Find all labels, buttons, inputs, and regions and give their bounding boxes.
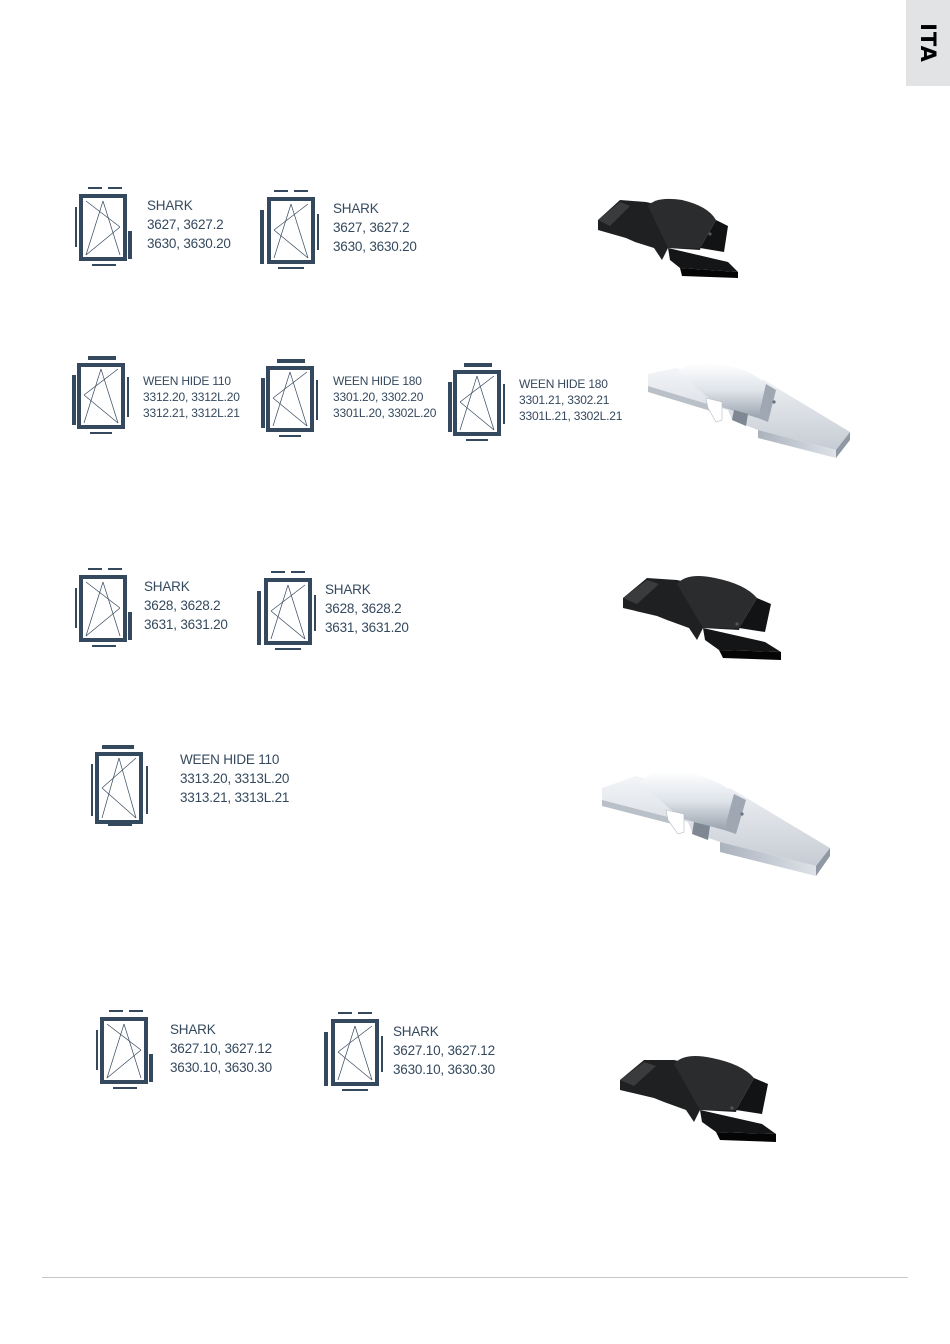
article-codes: 3630, 3630.20: [147, 236, 231, 251]
article-codes: 3312.20, 3312L.20: [143, 390, 240, 404]
article-codes: 3630.10, 3630.30: [170, 1060, 272, 1075]
window-tilt-turn-icon: [91, 745, 148, 826]
article-codes: 3301.21, 3302.21: [519, 393, 610, 407]
article-codes: 3301L.20, 3302L.20: [333, 406, 437, 420]
system-name: SHARK: [325, 582, 371, 597]
system-name: SHARK: [144, 579, 190, 594]
product-label: SHARK 3627.10, 3627.12 3630.10, 3630.30: [170, 1020, 272, 1077]
article-codes: 3630.10, 3630.30: [393, 1062, 495, 1077]
dark-bracket-part-image: [623, 576, 781, 660]
system-name: WEEN HIDE 110: [143, 374, 231, 388]
window-tilt-turn-icon: [448, 363, 505, 441]
dark-bracket-part-image: [598, 198, 738, 278]
product-label: SHARK 3627.10, 3627.12 3630.10, 3630.30: [393, 1022, 495, 1079]
footer-divider: [42, 1277, 908, 1278]
window-tilt-turn-icon: [261, 359, 318, 437]
aluminium-bracket-part-image: [648, 363, 850, 458]
window-tilt-turn-icon: [75, 187, 132, 266]
product-label: WEEN HIDE 110 3313.20, 3313L.20 3313.21,…: [180, 750, 289, 807]
system-name: SHARK: [170, 1022, 216, 1037]
product-label: WEEN HIDE 180 3301.20, 3302.20 3301L.20,…: [333, 373, 436, 421]
system-name: SHARK: [393, 1024, 439, 1039]
window-tilt-turn-icon: [257, 571, 316, 650]
product-label: WEEN HIDE 180 3301.21, 3302.21 3301L.21,…: [519, 376, 622, 424]
article-codes: 3313.20, 3313L.20: [180, 771, 290, 786]
article-codes: 3628, 3628.2: [144, 598, 221, 613]
product-label: SHARK 3628, 3628.2 3631, 3631.20: [325, 580, 409, 637]
language-tab[interactable]: ITA: [906, 0, 950, 86]
article-codes: 3301L.21, 3302L.21: [519, 409, 623, 423]
article-codes: 3627, 3627.2: [333, 220, 410, 235]
window-tilt-turn-icon: [324, 1012, 383, 1091]
window-tilt-turn-icon: [75, 568, 132, 647]
system-name: WEEN HIDE 180: [519, 377, 608, 391]
article-codes: 3312.21, 3312L.21: [143, 406, 240, 420]
article-codes: 3313.21, 3313L.21: [180, 790, 290, 805]
system-name: WEEN HIDE 180: [333, 374, 422, 388]
window-tilt-turn-icon: [260, 190, 319, 269]
dark-bracket-part-image: [620, 1056, 776, 1142]
product-label: WEEN HIDE 110 3312.20, 3312L.20 3312.21,…: [143, 373, 240, 421]
language-tab-label: ITA: [915, 23, 940, 63]
product-label: SHARK 3627, 3627.2 3630, 3630.20: [147, 196, 231, 253]
article-codes: 3627.10, 3627.12: [393, 1043, 495, 1058]
article-codes: 3627.10, 3627.12: [170, 1041, 272, 1056]
product-label: SHARK 3627, 3627.2 3630, 3630.20: [333, 199, 417, 256]
article-codes: 3301.20, 3302.20: [333, 390, 424, 404]
system-name: WEEN HIDE 110: [180, 752, 280, 767]
system-name: SHARK: [333, 201, 379, 216]
product-label: SHARK 3628, 3628.2 3631, 3631.20: [144, 577, 228, 634]
article-codes: 3628, 3628.2: [325, 601, 402, 616]
window-tilt-turn-icon: [72, 356, 129, 434]
system-name: SHARK: [147, 198, 193, 213]
article-codes: 3627, 3627.2: [147, 217, 224, 232]
aluminium-bracket-part-image: [602, 771, 830, 876]
window-tilt-turn-icon: [96, 1010, 153, 1089]
article-codes: 3631, 3631.20: [325, 620, 409, 635]
article-codes: 3631, 3631.20: [144, 617, 228, 632]
article-codes: 3630, 3630.20: [333, 239, 417, 254]
